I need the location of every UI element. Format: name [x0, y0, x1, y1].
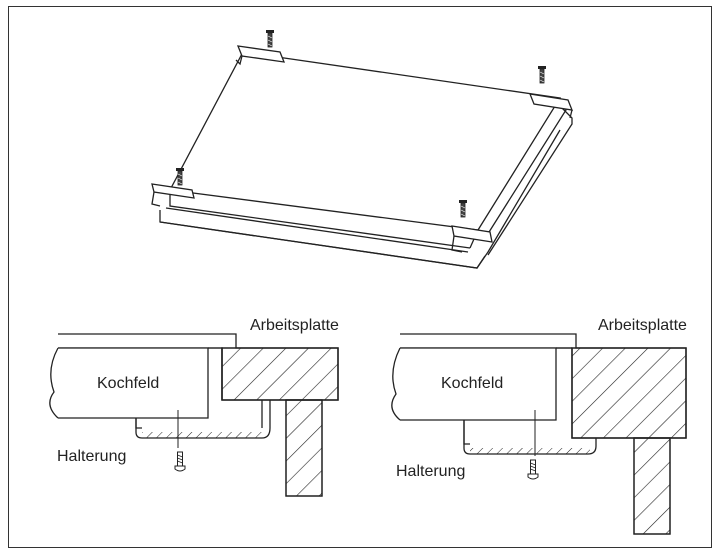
- left-hob-label: Kochfeld: [97, 375, 160, 392]
- bracket-bottom-right: [451, 225, 493, 253]
- screw-top-left: [265, 29, 275, 48]
- right-bracket-label: Halterung: [396, 463, 466, 480]
- hob-perspective-view: [151, 45, 574, 269]
- screw-top-right: [537, 65, 547, 84]
- left-screw-icon: [174, 451, 186, 472]
- left-bracket-label: Halterung: [57, 448, 127, 465]
- right-countertop-label: Arbeitsplatte: [598, 317, 687, 334]
- bracket-bottom-left: [151, 183, 195, 207]
- bracket-top-left: [235, 45, 286, 66]
- bracket-top-right: [528, 93, 574, 119]
- right-hob-label: Kochfeld: [441, 375, 504, 392]
- left-section-detail: [49, 333, 339, 497]
- right-screw-icon: [527, 459, 539, 480]
- right-section-detail: [391, 333, 687, 535]
- left-countertop-label: Arbeitsplatte: [250, 317, 339, 334]
